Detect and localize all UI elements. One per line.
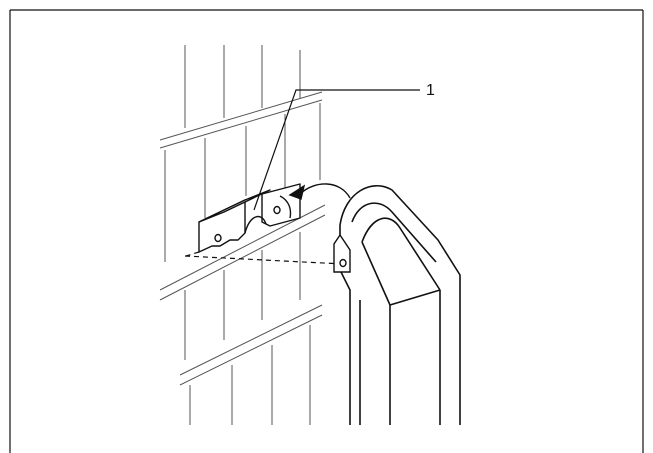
- post-mounting-tab: [333, 233, 351, 273]
- callout-1: 1: [253, 82, 435, 211]
- callout-label: 1: [426, 82, 435, 99]
- mounting-bracket: [198, 183, 301, 253]
- page-border: [9, 9, 644, 453]
- post-housing: [339, 185, 461, 425]
- callout-leader-line: [253, 89, 420, 211]
- fence-grid: [159, 45, 326, 425]
- rotation-arrow: [288, 183, 351, 200]
- alignment-line: [184, 251, 344, 265]
